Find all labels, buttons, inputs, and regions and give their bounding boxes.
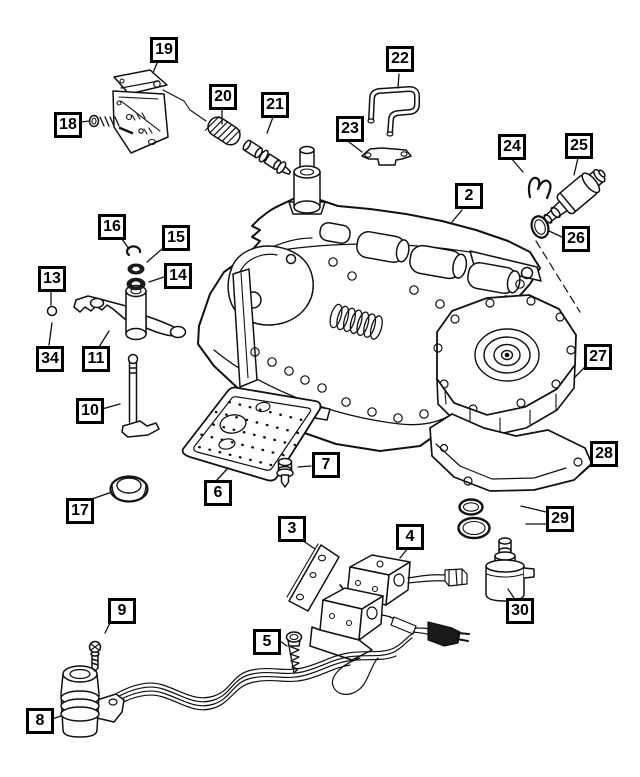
callout-7[interactable]: 7 [312,452,340,478]
solenoid-25 [543,168,606,224]
callout-24[interactable]: 24 [498,134,526,160]
pressure-solenoid [485,537,535,602]
o-rings [457,498,491,540]
assembly-axis-line [162,89,207,122]
callout-28-label: 28 [595,445,613,462]
o-ring-26 [530,215,550,239]
callout-20-label: 20 [214,88,232,105]
valve-body [197,145,542,452]
callout-27[interactable]: 27 [584,344,612,370]
tube-22 [367,86,420,137]
callout-25-label: 25 [570,137,588,154]
callout-25[interactable]: 25 [565,133,593,159]
callout-10-label: 10 [81,402,99,419]
callout-5[interactable]: 5 [253,629,281,655]
accumulator-spring [329,303,383,340]
callout-16[interactable]: 16 [98,214,126,240]
solenoid-block-4 [309,554,411,661]
wire-harness [87,633,413,723]
connector-dark [427,621,461,647]
callout-30-label: 30 [511,602,529,619]
callout-19[interactable]: 19 [150,37,178,63]
callout-22-label: 22 [391,50,409,67]
leader-lines [48,62,592,720]
bracket-19 [112,69,169,154]
callout-14[interactable]: 14 [164,263,192,289]
callout-4-label: 4 [405,528,415,545]
callout-15[interactable]: 15 [162,225,190,251]
screw-with-spring-18 [88,114,134,135]
throttle-valve-21 [242,139,292,175]
callout-16-label: 16 [103,218,121,235]
screw-5 [285,631,303,674]
callout-20[interactable]: 20 [209,84,237,110]
callout-17[interactable]: 17 [66,498,94,524]
callout-29[interactable]: 29 [546,506,574,532]
deck-cylinder [356,231,410,263]
filter-gasket-plate [181,386,322,482]
bracket-23 [361,147,412,166]
callout-21-label: 21 [266,96,284,113]
callout-23[interactable]: 23 [336,116,364,142]
callout-4[interactable]: 4 [396,524,424,550]
callout-34[interactable]: 34 [36,346,64,372]
deck-cylinder [467,262,521,294]
screw-7 [276,457,294,488]
manual-shaft-tower [288,145,326,215]
callout-15-label: 15 [167,229,185,246]
retainer-clip-24 [527,176,552,200]
callout-27-label: 27 [589,348,607,365]
gasket-dot-pattern [189,399,312,469]
callout-18[interactable]: 18 [54,112,82,138]
washer-stack [126,245,146,291]
callout-23-label: 23 [341,120,359,137]
callout-6[interactable]: 6 [204,480,232,506]
callout-26-label: 26 [567,230,585,247]
wiring [381,568,470,647]
callout-30[interactable]: 30 [506,598,534,624]
callout-6-label: 6 [213,484,223,501]
callout-9-label: 9 [117,602,127,619]
manual-lever [73,284,187,341]
seal-ring [109,475,149,503]
callout-17-label: 17 [71,502,89,519]
callout-18-label: 18 [59,116,77,133]
callout-8-label: 8 [35,712,45,729]
harness-grommet-8 [60,665,125,738]
callout-3-label: 3 [287,520,297,537]
callout-10[interactable]: 10 [76,398,104,424]
callout-34-label: 34 [41,350,59,367]
callout-11-label: 11 [87,350,105,367]
callout-29-label: 29 [551,510,569,527]
callout-5-label: 5 [262,633,272,650]
callout-13-label: 13 [43,270,61,287]
callout-19-label: 19 [155,41,173,58]
callout-3[interactable]: 3 [278,516,306,542]
spring-20 [204,115,241,146]
callout-11[interactable]: 11 [82,346,110,372]
callout-8[interactable]: 8 [26,708,54,734]
callout-22[interactable]: 22 [386,46,414,72]
callout-2-label: 2 [464,187,474,204]
bolt-9 [88,640,102,672]
callout-9[interactable]: 9 [108,598,136,624]
callout-13[interactable]: 13 [38,266,66,292]
check-ball [46,305,58,317]
callout-7-label: 7 [321,456,331,473]
callout-24-label: 24 [503,138,521,155]
installation-dashed-line [535,240,581,313]
detent-plate-3 [286,543,340,612]
callout-28[interactable]: 28 [590,441,618,467]
callout-14-label: 14 [169,267,187,284]
callout-21[interactable]: 21 [261,92,289,118]
callout-26[interactable]: 26 [562,226,590,252]
park-rod [121,353,160,438]
deck-cylinder [409,244,468,280]
callout-2[interactable]: 2 [455,183,483,209]
